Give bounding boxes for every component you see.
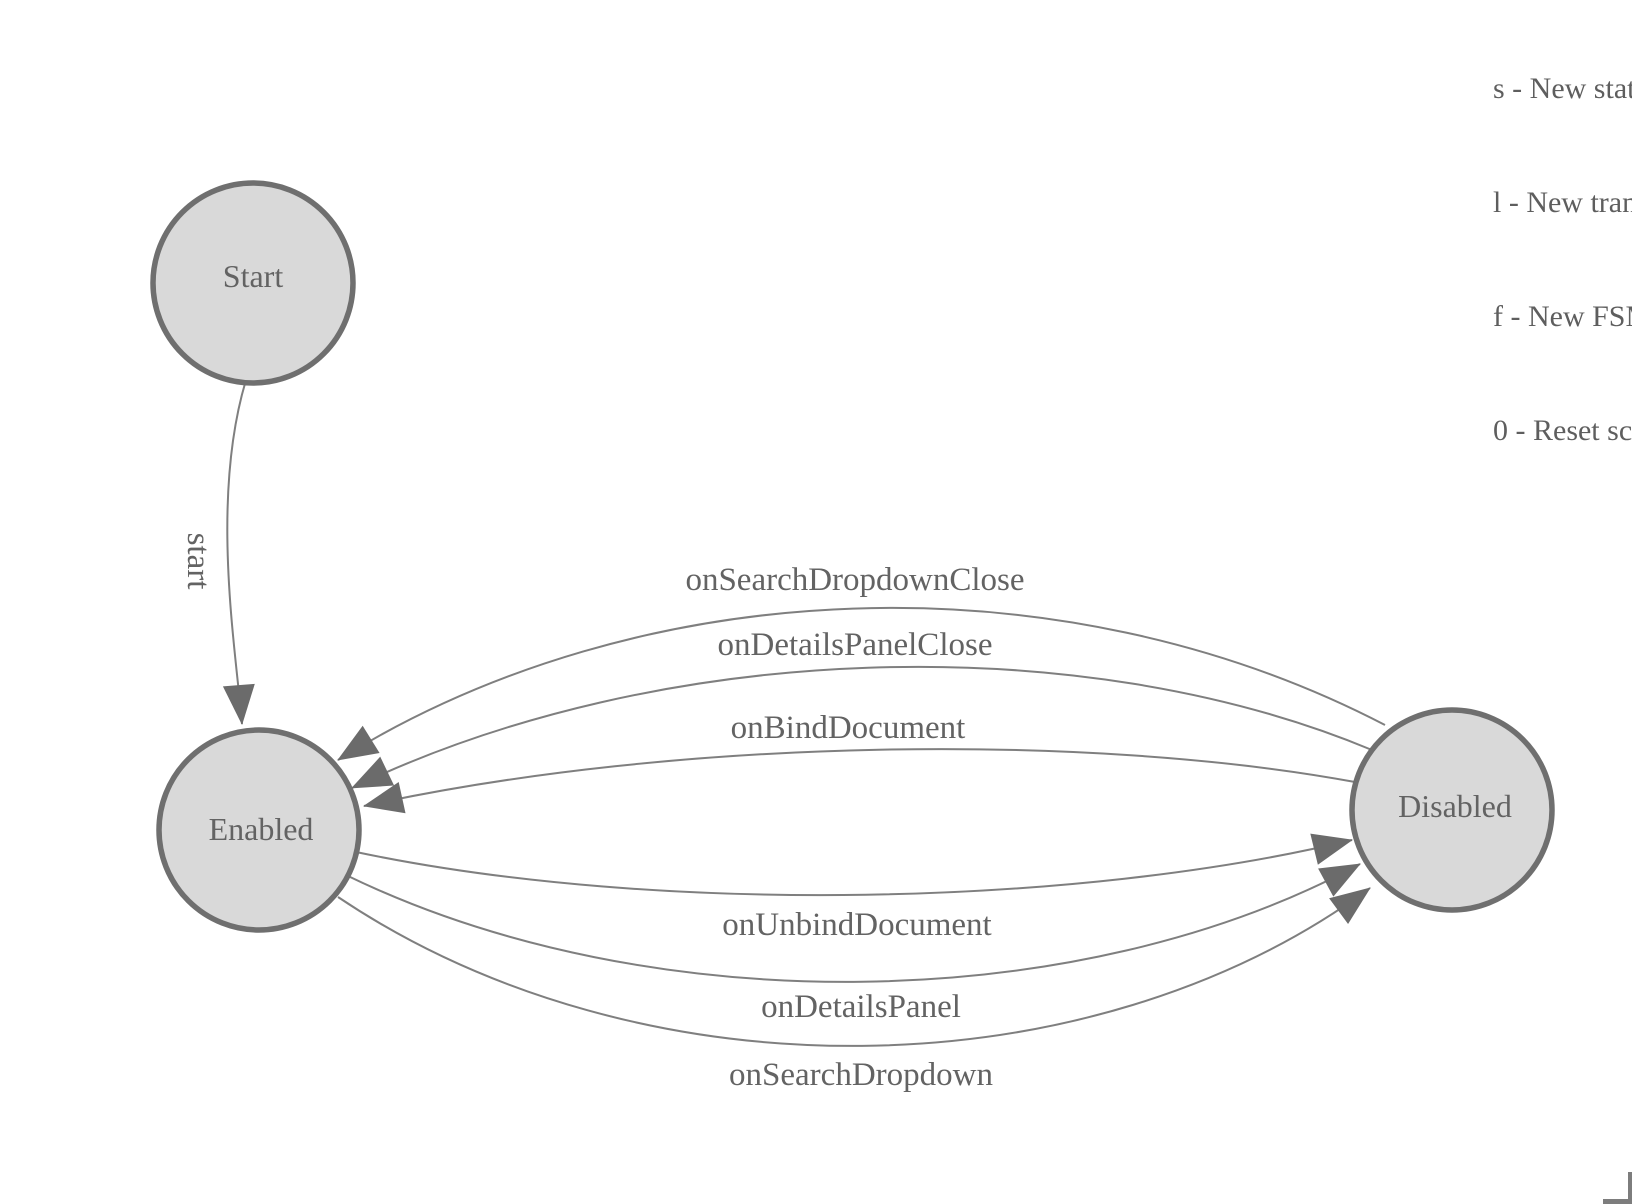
transition-onDetailsPanel[interactable]: onDetailsPanel xyxy=(347,863,1361,1025)
state-enabled-label: Enabled xyxy=(209,811,314,847)
legend-line-reset-scale: 0 - Reset scale xyxy=(1493,414,1632,447)
transition-onBindDocument-label: onBindDocument xyxy=(731,710,966,746)
state-start-label: Start xyxy=(223,258,284,294)
transition-onBindDocument[interactable]: onBindDocument xyxy=(363,710,1356,814)
transition-onSearchDropdownClose[interactable]: onSearchDropdownClose xyxy=(337,562,1386,761)
transition-onUnbindDocument[interactable]: onUnbindDocument xyxy=(355,833,1353,943)
transition-start[interactable]: start xyxy=(180,379,255,725)
transition-onSearchDropdown-label: onSearchDropdown xyxy=(729,1057,993,1093)
transition-onDetailsPanelClose-path[interactable] xyxy=(351,665,1373,789)
transition-onUnbindDocument-label: onUnbindDocument xyxy=(722,907,991,943)
legend-line-new-transition: l - New transition xyxy=(1493,186,1632,219)
transition-start-path[interactable] xyxy=(222,379,255,725)
state-disabled[interactable]: Disabled xyxy=(1349,707,1555,913)
state-enabled-circle[interactable] xyxy=(156,727,362,933)
canvas-corner-vertical xyxy=(1628,1172,1632,1204)
shortcut-legend: s - New state l - New transition f - New… xyxy=(1493,0,1632,526)
state-disabled-label: Disabled xyxy=(1398,788,1512,824)
transition-start-label: start xyxy=(180,533,216,590)
state-enabled[interactable]: Enabled xyxy=(156,727,362,933)
state-start[interactable]: Start xyxy=(150,180,356,386)
legend-line-new-state: s - New state xyxy=(1493,72,1632,105)
state-start-circle[interactable] xyxy=(150,180,356,386)
transition-onBindDocument-path[interactable] xyxy=(363,748,1356,814)
transition-onSearchDropdownClose-path[interactable] xyxy=(337,606,1386,761)
transition-onDetailsPanelClose-label: onDetailsPanelClose xyxy=(718,627,993,663)
canvas-corner-horizontal xyxy=(1603,1199,1632,1204)
transition-onDetailsPanelClose[interactable]: onDetailsPanelClose xyxy=(351,627,1373,789)
transition-onSearchDropdownClose-label: onSearchDropdownClose xyxy=(685,562,1024,598)
transition-onDetailsPanel-path[interactable] xyxy=(347,863,1361,983)
transition-onDetailsPanel-label: onDetailsPanel xyxy=(761,989,961,1025)
transition-onSearchDropdown-path[interactable] xyxy=(337,887,1371,1047)
legend-line-new-fsm: f - New FSM xyxy=(1493,300,1632,333)
state-disabled-circle[interactable] xyxy=(1349,707,1555,913)
transition-onSearchDropdown[interactable]: onSearchDropdown xyxy=(337,887,1371,1093)
transition-onUnbindDocument-path[interactable] xyxy=(355,833,1353,897)
